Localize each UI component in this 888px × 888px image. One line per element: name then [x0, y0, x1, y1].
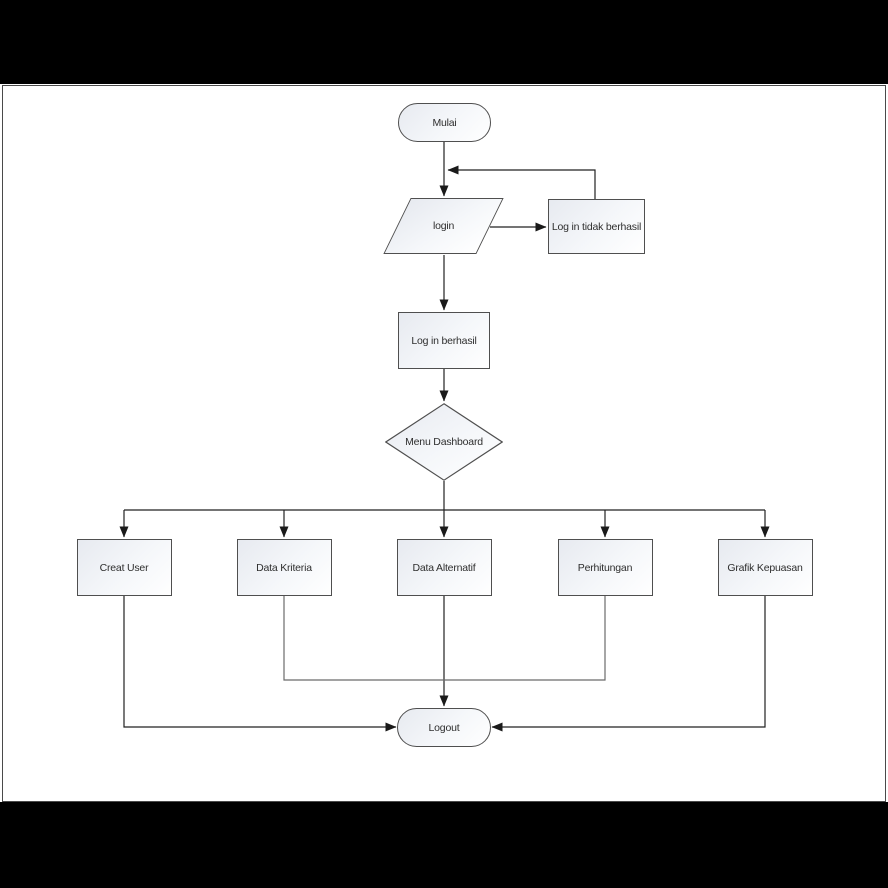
node-data-kriteria: Data Kriteria — [236, 539, 332, 596]
node-data-alternatif: Data Alternatif — [396, 539, 492, 596]
node-grafik-kepuasan-label: Grafik Kepuasan — [727, 561, 803, 574]
letterbox-top — [0, 0, 888, 84]
node-menu-dashboard-label: Menu Dashboard — [405, 436, 483, 448]
node-login-berhasil: Log in berhasil — [398, 312, 490, 369]
node-creat-user: Creat User — [76, 539, 172, 596]
node-login-label: login — [432, 220, 455, 232]
edge-creatuser-logout — [123, 596, 397, 732]
node-data-alternatif-label: Data Alternatif — [412, 561, 476, 574]
node-logout-label: Logout — [428, 721, 460, 734]
node-mulai-label: Mulai — [432, 116, 457, 129]
node-perhitungan: Perhitungan — [557, 539, 653, 596]
node-creat-user-label: Creat User — [99, 561, 149, 574]
edge-grafik-logout — [491, 596, 766, 732]
node-grafik-kepuasan: Grafik Kepuasan — [717, 539, 813, 596]
node-perhitungan-label: Perhitungan — [577, 561, 633, 574]
letterbox-bottom — [0, 802, 888, 888]
node-logout: Logout — [397, 708, 491, 747]
edge-tidakberhasil-feedback — [447, 165, 596, 199]
edge-kriteria-perhitungan-loop — [283, 596, 606, 681]
decision-diamond-shape — [385, 403, 503, 481]
node-mulai: Mulai — [398, 103, 491, 142]
node-login-tidak-berhasil: Log in tidak berhasil — [548, 199, 645, 254]
node-menu-dashboard: Menu Dashboard — [385, 403, 503, 481]
node-data-kriteria-label: Data Kriteria — [256, 561, 312, 574]
node-login-tidak-berhasil-label: Log in tidak berhasil — [551, 220, 642, 233]
node-login-berhasil-label: Log in berhasil — [411, 334, 477, 347]
